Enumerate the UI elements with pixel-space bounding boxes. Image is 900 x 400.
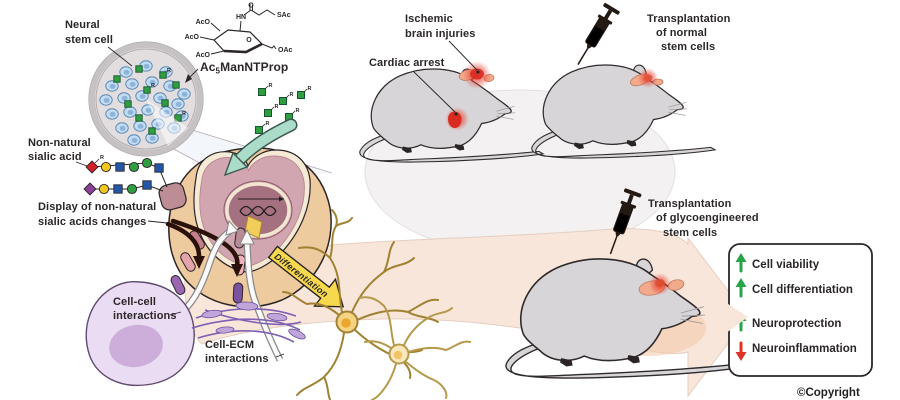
- svg-text:R: R: [290, 92, 294, 98]
- down-arrow-icon: [735, 352, 747, 361]
- display-change-label: Display of non-natural sialic acids chan…: [38, 201, 168, 228]
- mouse-injured: [359, 61, 544, 163]
- syringe-normal: [569, 1, 621, 70]
- neural-label-line1: Neural: [65, 19, 100, 31]
- chem-aco-bot: AcO: [196, 52, 211, 59]
- chem-aco-top: AcO: [196, 19, 211, 26]
- chemical-structure: AcO AcO AcO HN O SAc O OAc: [185, 3, 293, 60]
- results-box: Cell viability Cell differentiation Neur…: [728, 243, 873, 377]
- membrane-anchor-protein: [158, 182, 187, 211]
- transplant-normal-label: Transplantation of normal stem cells: [647, 13, 731, 53]
- petri-dish: R R R: [88, 41, 204, 157]
- transplant-normal-line2: of normal: [656, 27, 707, 39]
- ecm-fibres: Cell-ECM interactions: [191, 301, 306, 365]
- injury-labels: Ischemic brain injuries Cardiac arrest: [369, 13, 480, 116]
- display-change-arrows: [165, 218, 243, 277]
- neighbour-cell: Cell-cell interactions: [85, 280, 195, 386]
- dna-transcription: [238, 196, 284, 217]
- r-label: R: [182, 111, 186, 117]
- sialic-acid-label: Non-natural sialic acid: [28, 137, 91, 167]
- r-label: R: [151, 83, 155, 89]
- chem-aco-mid: AcO: [185, 34, 200, 41]
- svg-text:R: R: [266, 121, 270, 127]
- transplant-normal-line3: stem cells: [661, 41, 715, 53]
- up-arrow-icon: [735, 278, 747, 287]
- copyright-text: ©Copyright: [797, 387, 860, 399]
- transplant-glyco-label: Transplantation of glycoengineered stem …: [648, 198, 759, 239]
- mrna-ribbon: [244, 215, 263, 239]
- compound-name: Ac5ManNTProp: [185, 60, 288, 83]
- up-arrow-icon: [735, 253, 747, 262]
- transplant-glyco-line1: Transplantation: [648, 198, 732, 210]
- membrane-receptors: [170, 227, 246, 304]
- dish-sugar-squares: [113, 65, 182, 135]
- ischemic-label-line2: brain injuries: [405, 28, 475, 40]
- svg-text:R: R: [275, 104, 279, 110]
- cardiac-label: Cardiac arrest: [369, 57, 445, 69]
- mouse-transplant-glyco: [505, 187, 742, 379]
- r-label: R: [167, 68, 171, 74]
- neuron-1: [282, 209, 439, 400]
- display-label-line2: sialic acids changes: [38, 216, 146, 228]
- chem-o-carbonyl: O: [248, 3, 254, 10]
- ischemic-label-line1: Ischemic: [405, 13, 453, 25]
- flow-arrow-tip: [722, 300, 748, 336]
- transplant-normal-line1: Transplantation: [647, 13, 731, 25]
- sugar-uptake-arrow: [223, 118, 298, 177]
- chem-oac: OAc: [278, 47, 293, 54]
- compound-name-ac: Ac: [200, 60, 216, 74]
- result-neuroprotection: Neuroprotection: [752, 318, 841, 330]
- compound-name-sub: 5: [216, 67, 221, 76]
- chem-o-ring: O: [246, 37, 252, 44]
- chem-hn: HN: [236, 14, 246, 21]
- neural-stem-cell-label: Neural stem cell: [65, 19, 133, 67]
- sialic-label-line2: sialic acid: [28, 151, 82, 163]
- result-neuroinflammation: Neuroinflammation: [752, 343, 857, 355]
- svg-text:R: R: [308, 86, 312, 92]
- svg-text:R: R: [296, 108, 300, 114]
- display-label-line1: Display of non-natural: [38, 201, 156, 213]
- sialic-label-line1: Non-natural: [28, 137, 91, 149]
- result-cell-differentiation: Cell differentiation: [752, 284, 853, 296]
- compound-name-rest: ManNTProp: [220, 60, 288, 74]
- result-cell-viability: Cell viability: [752, 259, 820, 271]
- cell-cell-label-line2: interactions: [113, 310, 177, 322]
- glycan-chains: R: [83, 155, 168, 196]
- chem-sac: SAc: [277, 12, 291, 19]
- r-label: R: [100, 155, 104, 161]
- transplant-glyco-line3: stem cells: [663, 227, 717, 239]
- neuron-2: [359, 296, 471, 400]
- svg-text:Ac5ManNTProp: Ac5ManNTProp: [200, 60, 288, 76]
- cell-cell-label-line1: Cell-cell: [113, 296, 156, 308]
- transplant-glyco-line2: of glycoengineered: [656, 212, 759, 224]
- svg-text:R: R: [269, 83, 273, 89]
- cell-ecm-label-line1: Cell-ECM: [205, 339, 254, 351]
- mouse-transplant-normal: [531, 1, 716, 159]
- signal-arrows: [179, 219, 284, 362]
- neural-label-line2: stem cell: [65, 34, 113, 46]
- cell-ecm-label-line2: interactions: [205, 353, 269, 365]
